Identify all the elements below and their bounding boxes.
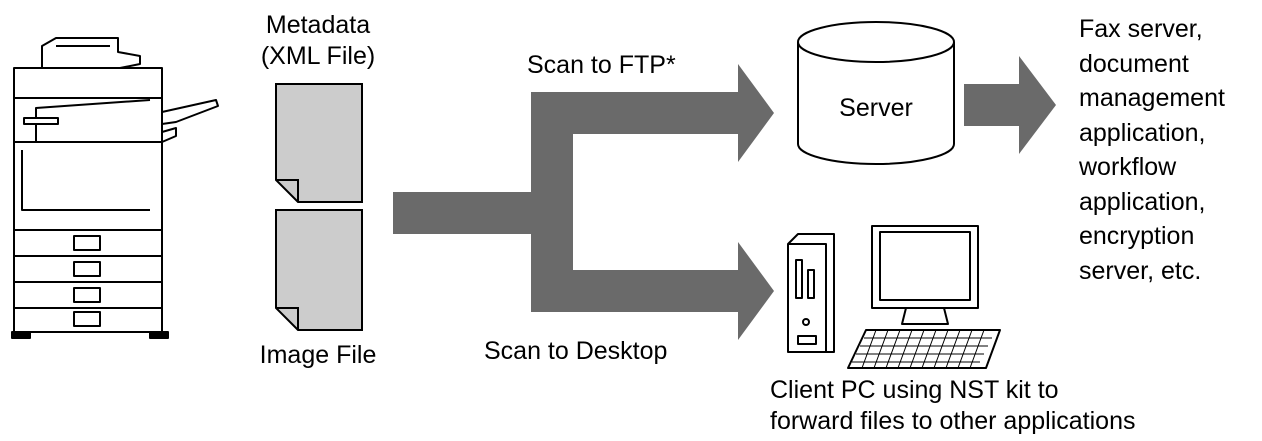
keyboard-keys xyxy=(852,329,992,369)
destinations-line-4: application, xyxy=(1079,118,1206,147)
image-file-label: Image File xyxy=(228,340,408,371)
scan-to-desktop-label: Scan to Desktop xyxy=(484,336,667,367)
metadata-label: Metadata (XML File) xyxy=(238,10,398,72)
destinations-line-7: encryption xyxy=(1079,222,1195,250)
scan-to-ftp-text: Scan to FTP* xyxy=(527,51,676,79)
branch-arrows xyxy=(393,64,774,340)
image-document-icon xyxy=(275,209,363,331)
image-file-label-text: Image File xyxy=(259,341,377,369)
metadata-label-line-1: Metadata xyxy=(265,11,371,39)
scan-to-ftp-label: Scan to FTP* xyxy=(527,50,676,81)
destinations-line-5: workflow xyxy=(1079,153,1177,181)
client-pc-line-2: forward files to other applications xyxy=(770,407,1136,435)
printer-icon xyxy=(11,37,219,339)
server-label: Server xyxy=(798,93,954,124)
metadata-document-icon xyxy=(275,83,363,203)
metadata-label-line-2: (XML File) xyxy=(260,42,376,70)
server-to-destination-arrow xyxy=(964,56,1056,154)
destinations-label: Fax server, document management applicat… xyxy=(1079,12,1225,288)
destinations-line-2: document xyxy=(1079,49,1189,78)
destinations-line-8: server, etc. xyxy=(1079,256,1202,285)
server-icon xyxy=(797,21,955,165)
client-pc-line-1: Client PC using NST kit to xyxy=(770,376,1059,404)
destinations-line-6: application, xyxy=(1079,187,1206,216)
server-label-text: Server xyxy=(839,94,913,122)
scan-to-desktop-text: Scan to Desktop xyxy=(484,337,668,365)
destinations-line-3: management xyxy=(1079,84,1225,112)
client-pc-label: Client PC using NST kit to forward files… xyxy=(770,375,1135,437)
destinations-line-1: Fax server, xyxy=(1079,15,1203,43)
